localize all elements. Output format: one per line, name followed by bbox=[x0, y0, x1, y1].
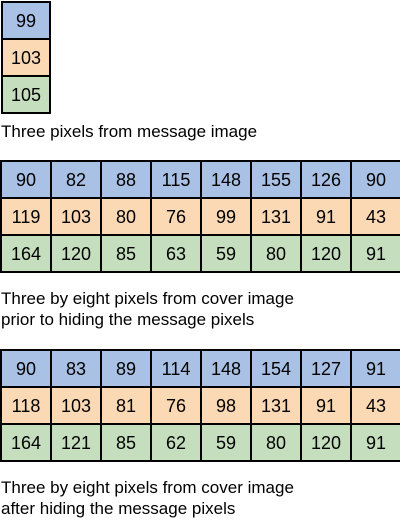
cover-after-cell: 89 bbox=[100, 349, 152, 388]
cover-before-cell: 91 bbox=[350, 234, 400, 273]
cover-after-cell: 91 bbox=[350, 349, 400, 388]
cover-after-cell: 148 bbox=[200, 349, 252, 388]
cover-after-cell: 120 bbox=[300, 423, 352, 462]
cover-after-cell: 164 bbox=[0, 423, 52, 462]
cover-after-cell: 81 bbox=[100, 386, 152, 425]
cover-before-cell: 120 bbox=[300, 234, 352, 273]
cover-after-cell: 127 bbox=[300, 349, 352, 388]
cover-after-cell: 154 bbox=[250, 349, 302, 388]
cover-after-cell: 131 bbox=[250, 386, 302, 425]
cover-after-caption: Three by eight pixels from cover image a… bbox=[1, 477, 294, 519]
cover-after-caption-line: Three by eight pixels from cover image bbox=[1, 478, 294, 497]
cover-after-cell: 43 bbox=[350, 386, 400, 425]
cover-before-cell: 148 bbox=[200, 160, 252, 199]
cover-before-caption: Three by eight pixels from cover image p… bbox=[1, 288, 294, 330]
message-pixel-cell: 105 bbox=[1, 75, 51, 114]
cover-before-cell: 90 bbox=[350, 160, 400, 199]
cover-after-cell: 62 bbox=[150, 423, 202, 462]
cover-before-cell: 59 bbox=[200, 234, 252, 273]
cover-after-cell: 91 bbox=[350, 423, 400, 462]
cover-before-cell: 120 bbox=[50, 234, 102, 273]
cover-after-cell: 83 bbox=[50, 349, 102, 388]
cover-after-cell: 90 bbox=[0, 349, 52, 388]
cover-before-caption-line: prior to hiding the message pixels bbox=[1, 310, 255, 329]
message-caption: Three pixels from message image bbox=[1, 122, 258, 141]
cover-before-cell: 80 bbox=[100, 197, 152, 236]
cover-before-cell: 115 bbox=[150, 160, 202, 199]
cover-after-cell: 114 bbox=[150, 349, 202, 388]
cover-before-caption-line: Three by eight pixels from cover image bbox=[1, 289, 294, 308]
cover-after-cell: 98 bbox=[200, 386, 252, 425]
cover-after-cell: 103 bbox=[50, 386, 102, 425]
cover-before-cell: 119 bbox=[0, 197, 52, 236]
cover-before-cell: 131 bbox=[250, 197, 302, 236]
cover-after-caption-line: after hiding the message pixels bbox=[1, 499, 236, 518]
cover-before-cell: 85 bbox=[100, 234, 152, 273]
cover-before-cell: 43 bbox=[350, 197, 400, 236]
cover-before-cell: 76 bbox=[150, 197, 202, 236]
cover-after-cell: 91 bbox=[300, 386, 352, 425]
message-pixel-cell: 103 bbox=[1, 38, 51, 77]
cover-after-cell: 59 bbox=[200, 423, 252, 462]
cover-before-cell: 126 bbox=[300, 160, 352, 199]
cover-before-cell: 155 bbox=[250, 160, 302, 199]
cover-before-cell: 103 bbox=[50, 197, 102, 236]
cover-after-cell: 121 bbox=[50, 423, 102, 462]
cover-after-cell: 118 bbox=[0, 386, 52, 425]
cover-before-cell: 91 bbox=[300, 197, 352, 236]
message-pixel-stack: 99 103 105 bbox=[1, 1, 51, 114]
cover-after-cell: 76 bbox=[150, 386, 202, 425]
cover-after-cell: 80 bbox=[250, 423, 302, 462]
cover-before-cell: 82 bbox=[50, 160, 102, 199]
cover-before-cell: 80 bbox=[250, 234, 302, 273]
cover-before-cell: 88 bbox=[100, 160, 152, 199]
cover-before-cell: 99 bbox=[200, 197, 252, 236]
cover-before-cell: 164 bbox=[0, 234, 52, 273]
cover-before-cell: 90 bbox=[0, 160, 52, 199]
cover-before-cell: 63 bbox=[150, 234, 202, 273]
cover-after-cell: 85 bbox=[100, 423, 152, 462]
message-pixel-cell: 99 bbox=[1, 1, 51, 40]
